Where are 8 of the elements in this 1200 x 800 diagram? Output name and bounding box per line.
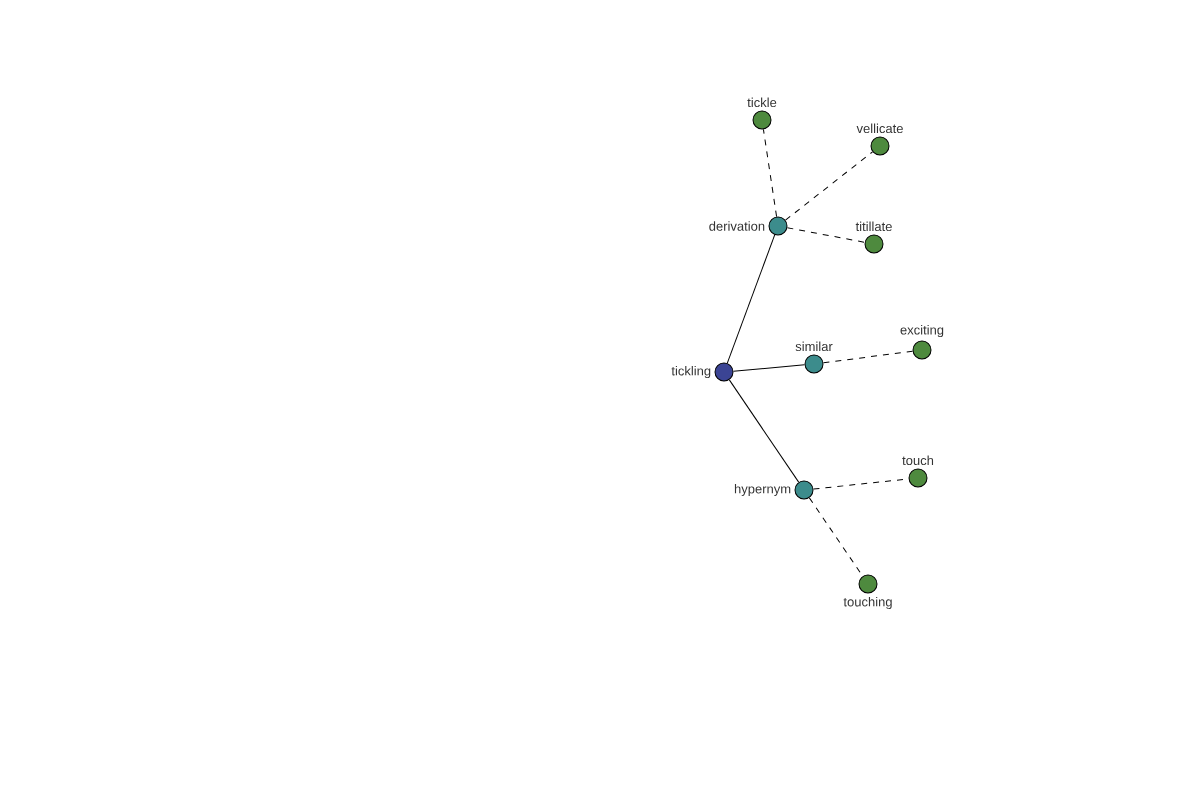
connector [822,350,914,364]
connector [726,234,776,364]
connector [728,379,800,483]
connector [762,128,778,218]
connector [785,151,874,221]
connector [808,497,864,577]
connector [786,227,866,243]
connector [732,364,806,372]
